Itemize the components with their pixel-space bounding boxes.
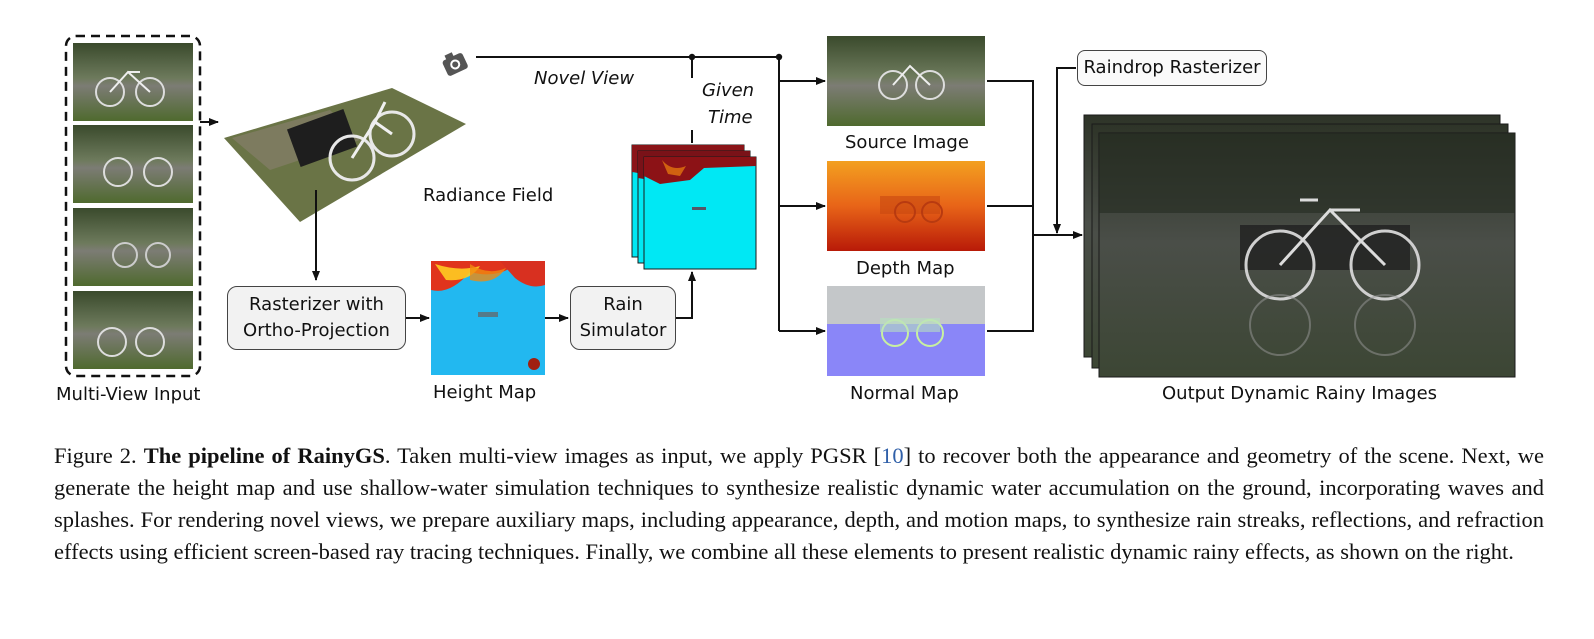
label-source-image: Source Image — [845, 132, 969, 153]
label-multi-view-input: Multi-View Input — [56, 384, 201, 405]
input-image-1 — [73, 43, 193, 121]
label-radiance-field: Radiance Field — [423, 185, 554, 206]
input-thumbnails — [73, 43, 193, 369]
raindrop-rasterizer-box: Raindrop Rasterizer — [1077, 50, 1267, 86]
pipeline-diagram: Multi-View Input Radiance Field Novel Vi… — [56, 34, 1516, 405]
connectors — [200, 56, 1083, 335]
rasterizer-line-2: Ortho-Projection — [243, 320, 390, 341]
raindrop-rasterizer-label: Raindrop Rasterizer — [1083, 57, 1261, 78]
caption-prefix: Figure 2. — [54, 443, 144, 468]
caption-title: The pipeline of RainyGS — [143, 443, 385, 468]
label-given: Given — [702, 80, 755, 101]
label-output: Output Dynamic Rainy Images — [1162, 383, 1438, 404]
label-novel-view: Novel View — [534, 68, 635, 89]
rain-sim-line-1: Rain — [603, 294, 643, 315]
rain-simulator-box: Rain Simulator — [570, 286, 676, 350]
label-normal-map: Normal Map — [850, 383, 959, 404]
bench-shape — [286, 108, 358, 168]
input-image-4 — [73, 291, 193, 369]
multi-view-frame — [64, 34, 202, 378]
radiance-field-plane — [224, 88, 466, 222]
citation-link[interactable]: 10 — [881, 443, 904, 468]
caption-text-1: . Taken multi-view images as input, we a… — [384, 443, 882, 468]
pipeline-graphics — [64, 34, 1516, 378]
rasterizer-line-1: Rasterizer with — [249, 294, 384, 315]
label-depth-map: Depth Map — [856, 258, 955, 279]
figure-caption: Figure 2. The pipeline of RainyGS. Taken… — [54, 440, 1544, 568]
input-image-2 — [73, 125, 193, 203]
caption-text-2: ] to recover both the appearance and geo… — [54, 443, 1545, 564]
water-simulation-stack — [631, 144, 757, 270]
label-height-map: Height Map — [433, 382, 537, 403]
rasterizer-box: Rasterizer with Ortho-Projection — [227, 286, 406, 350]
rain-sim-line-2: Simulator — [579, 320, 667, 341]
camera-icon — [442, 52, 468, 76]
label-time: Time — [708, 107, 753, 128]
output-images-stack — [1083, 114, 1516, 378]
